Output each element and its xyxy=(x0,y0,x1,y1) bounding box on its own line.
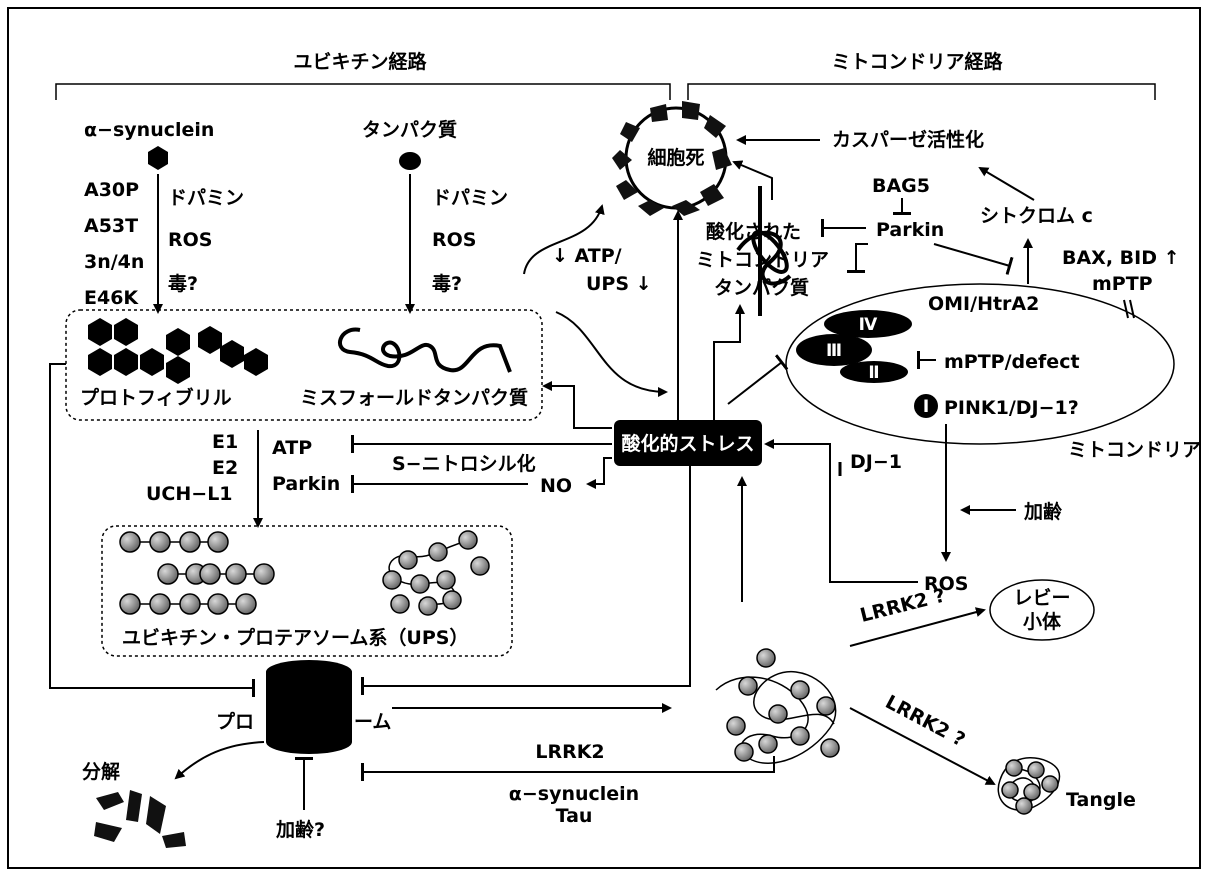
mptp-label: mPTP xyxy=(1092,273,1153,295)
cell-death-label: 細胞死 xyxy=(647,146,704,169)
synuclein-hexagon xyxy=(148,146,168,170)
prot-stressor-ros: ROS xyxy=(432,229,476,251)
lrrk2-q1-label: LRRK2 ? xyxy=(858,584,948,626)
prot-stressor-dopamine: ドパミン xyxy=(432,187,508,209)
stress-to-oxidized-arrow xyxy=(714,306,740,430)
dj1-label: DJ−1 xyxy=(850,451,902,473)
lewy-line2: 小体 xyxy=(1023,610,1062,633)
header-brackets xyxy=(56,84,1155,100)
ubiquitin-chains xyxy=(120,531,489,615)
mitochondria-label: ミトコンドリア xyxy=(1068,439,1201,461)
aging-q-label: 加齢? xyxy=(275,818,325,841)
bax-bid-label: BAX, BID ↑ xyxy=(1062,247,1180,269)
syn-stressor-ros: ROS xyxy=(168,229,212,251)
stress-to-aggregates-arrow xyxy=(544,386,612,428)
parkin-inhibit-cytochrome xyxy=(934,244,1010,266)
synuclein-name: α−synuclein xyxy=(84,119,214,141)
protofibril-label: プロトフィブリル xyxy=(80,386,232,409)
complex-iii-label: Ⅲ xyxy=(826,341,842,361)
omi-label: OMI/HtrA2 xyxy=(928,293,1039,315)
mutation-e46k: E46K xyxy=(84,287,139,309)
proteasome-left: プロ xyxy=(216,710,254,733)
tau-label: Tau xyxy=(556,805,593,827)
oxidized-line1: 酸化された xyxy=(706,220,801,243)
s-nitrosylation-label: S−ニトロシル化 xyxy=(392,452,536,475)
mutation-a30p: A30P xyxy=(84,179,139,201)
oxidized-line3: タンパク質 xyxy=(714,276,809,299)
to-decomposition-arrow xyxy=(176,742,264,778)
enzyme-uchl1: UCH−L1 xyxy=(146,483,233,505)
mutation-a53t: A53T xyxy=(84,215,138,237)
complex-iv-label: Ⅳ xyxy=(859,315,878,335)
mito-pathway-header: ミトコンドリア経路 xyxy=(831,50,1003,73)
mptp-pore-marks xyxy=(1124,300,1134,318)
mutation-3n4n: 3n/4n xyxy=(84,251,144,273)
mptp-defect-label: mPTP/defect xyxy=(944,351,1080,373)
cytochrome-label: シトクロム c xyxy=(980,205,1093,227)
pink1-label: PINK1/DJ−1? xyxy=(944,397,1079,419)
misfolded-protein-strand xyxy=(340,330,510,372)
syn-stressor-toxin: 毒? xyxy=(168,272,198,295)
prot-stressor-toxin: 毒? xyxy=(432,272,462,295)
oxidized-to-death-arrow xyxy=(734,162,772,200)
atp-ups-line1: ↓ ATP/ xyxy=(552,245,622,267)
lewy-line1: レビー xyxy=(1013,587,1070,609)
enzyme-e2: E2 xyxy=(212,457,238,479)
aggregates-to-stress-arrow xyxy=(556,312,666,392)
stress-inhibit-proteasome xyxy=(362,466,690,686)
aging-label: 加齢 xyxy=(1023,500,1063,523)
atp-label: ATP xyxy=(272,437,312,459)
syn-stressor-dopamine: ドパミン xyxy=(168,187,244,209)
no-label: NO xyxy=(540,475,572,497)
atp-ups-line2: UPS ↓ xyxy=(586,273,652,295)
tangle-label: Tangle xyxy=(1066,789,1136,811)
protofibril-hexagons xyxy=(88,318,268,384)
decomposition-label: 分解 xyxy=(82,760,120,783)
lrrk2-q2-label: LRRK2 ? xyxy=(882,691,969,751)
complex-i-label: Ⅰ xyxy=(923,397,929,417)
parkin-left-label: Parkin xyxy=(272,473,340,495)
ups-label: ユビキチン・プロテアソーム系（UPS） xyxy=(122,626,468,649)
proteasome-right: ーム xyxy=(354,711,391,733)
misfolded-label: ミスフォールドタンパク質 xyxy=(300,386,528,409)
parkin-right-label: Parkin xyxy=(876,219,944,241)
proteasome-cylinder xyxy=(266,660,352,754)
protein-name: タンパク質 xyxy=(362,118,457,141)
parkin-inhibit-mito xyxy=(856,244,868,272)
enzyme-e1: E1 xyxy=(212,431,238,453)
bag5-label: BAG5 xyxy=(872,175,930,197)
complex-ii-label: Ⅱ xyxy=(868,363,879,383)
tangle-cluster xyxy=(998,758,1059,814)
lrrk2-bottom-label: LRRK2 xyxy=(535,741,604,763)
protein-blob xyxy=(399,152,421,170)
stress-to-no-arrow xyxy=(588,458,612,484)
oxidative-stress-label: 酸化的ストレス xyxy=(621,432,754,455)
synuclein-bottom-label: α−synuclein xyxy=(509,783,639,805)
fragments xyxy=(94,790,186,848)
stress-inhibit-mito xyxy=(728,362,782,404)
ubiquitin-pathway-header: ユビキチン経路 xyxy=(293,50,427,73)
aggregate-cluster xyxy=(716,649,839,763)
caspase-label: カスパーゼ活性化 xyxy=(832,128,984,151)
cytochrome-to-caspase-arrow xyxy=(980,168,1034,200)
oxidized-line2: ミトコンドリア xyxy=(696,249,829,271)
